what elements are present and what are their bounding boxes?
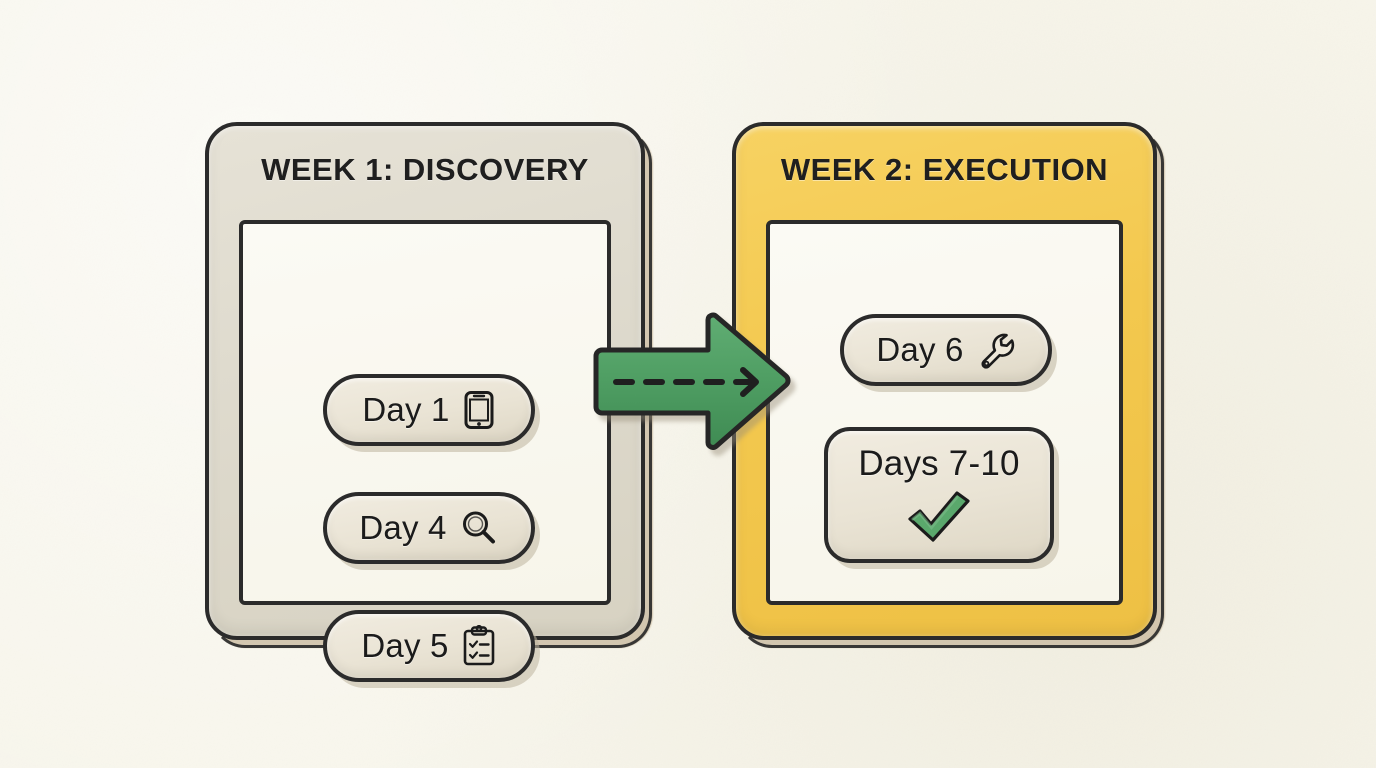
pill-days-7-10[interactable]: Days 7-10 (824, 427, 1054, 563)
item-day-1[interactable]: Day 1 (323, 374, 535, 446)
pill-day-1[interactable]: Day 1 (323, 374, 535, 446)
item-day-5[interactable]: Day 5 (323, 610, 535, 682)
wrench-icon (976, 330, 1016, 370)
panel-title-week-1: WEEK 1: DISCOVERY (261, 152, 589, 187)
green-check-icon (900, 486, 978, 546)
pill-day-6[interactable]: Day 6 (840, 314, 1052, 386)
pill-label-days-7-10: Days 7-10 (858, 444, 1020, 483)
pill-day-4[interactable]: Day 4 (323, 492, 535, 564)
flow-arrow[interactable] (588, 312, 796, 452)
pill-label-day-5: Day 5 (361, 627, 449, 664)
panel-week-1[interactable]: WEEK 1: DISCOVERY Day 1 Day 4 (205, 122, 653, 682)
item-day-4[interactable]: Day 4 (323, 492, 535, 564)
pill-day-5[interactable]: Day 5 (323, 610, 535, 682)
item-days-7-10[interactable]: Days 7-10 (824, 427, 1054, 563)
pill-label-day-1: Day 1 (362, 391, 450, 428)
panel-sketch-outline (738, 129, 1164, 648)
clipboard-checklist-icon (461, 625, 497, 667)
item-day-6[interactable]: Day 6 (840, 314, 1052, 386)
pill-label-day-4: Day 4 (359, 509, 447, 546)
mobile-phone-icon (462, 390, 496, 430)
pill-label-day-6: Day 6 (876, 331, 964, 368)
panel-title-week-2: WEEK 2: EXECUTION (780, 152, 1109, 187)
panel-week-2[interactable]: WEEK 2: EXECUTION Day 6 Days 7-10 (732, 122, 1165, 648)
magnifying-glass-icon (459, 508, 499, 548)
